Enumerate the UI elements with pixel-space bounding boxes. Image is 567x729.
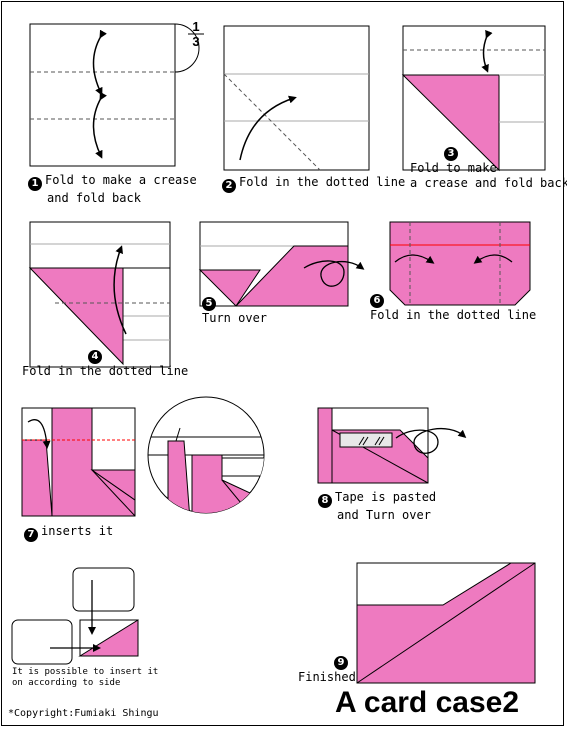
- note-line2: on according to side: [12, 678, 121, 688]
- step7-figure: [21, 407, 136, 517]
- step5-label: 5 Turn over: [202, 293, 267, 326]
- step4-label: 4 Fold in the dotted line: [22, 346, 188, 379]
- step5-figure: [198, 221, 365, 307]
- copyright: *Copyright:Fumiaki Shingu: [8, 708, 159, 719]
- insert-figure: [11, 567, 139, 665]
- step4-number: 4: [88, 350, 102, 364]
- step6-line1: Fold in the dotted line: [370, 308, 537, 322]
- step1-line2: and fold back: [47, 191, 141, 205]
- step1-line1: Fold to make a crease: [45, 173, 197, 187]
- step3-label: 3 Fold to make a crease and fold back: [410, 143, 567, 191]
- step6-number: 6: [370, 294, 384, 308]
- step7-zoom: [147, 396, 265, 514]
- step4-line1: Fold in the dotted line: [22, 364, 189, 378]
- step5-number: 5: [202, 297, 216, 311]
- step1-figure: [29, 23, 204, 167]
- insert-note: It is possible to insert it on according…: [12, 667, 158, 689]
- step8-number: 8: [318, 494, 332, 508]
- step2-line1: Fold in the dotted line: [239, 175, 406, 189]
- step1-number: 1: [28, 177, 42, 191]
- step3-line2: a crease and fold back: [410, 176, 567, 190]
- step9-number: 9: [334, 656, 348, 670]
- page-title: A card case2: [335, 686, 520, 719]
- step2-number: 2: [222, 179, 236, 193]
- step8-figure: [317, 407, 467, 484]
- finished-figure: [356, 562, 536, 684]
- fraction: 1 3: [189, 20, 203, 48]
- note-line1: It is possible to insert it: [12, 667, 159, 677]
- step5-line1: Turn over: [202, 311, 268, 325]
- step4-figure: [28, 221, 171, 368]
- step8-line2: and Turn over: [337, 508, 431, 522]
- step7-number: 7: [24, 528, 38, 542]
- fraction-numerator: 1: [192, 19, 200, 34]
- step6-label: 6 Fold in the dotted line: [370, 290, 536, 323]
- step9-line1: Finished: [298, 670, 356, 684]
- step7-line1: inserts it: [41, 524, 114, 538]
- step3-figure: [401, 25, 546, 172]
- step3-line1: Fold to make: [410, 161, 497, 175]
- step3-number: 3: [444, 147, 458, 161]
- fraction-denominator: 3: [192, 34, 200, 49]
- step2-figure: [223, 25, 370, 171]
- step6-figure: [389, 221, 531, 306]
- step9-label: 9 Finished: [298, 652, 356, 685]
- step8-line1: Tape is pasted: [335, 490, 437, 504]
